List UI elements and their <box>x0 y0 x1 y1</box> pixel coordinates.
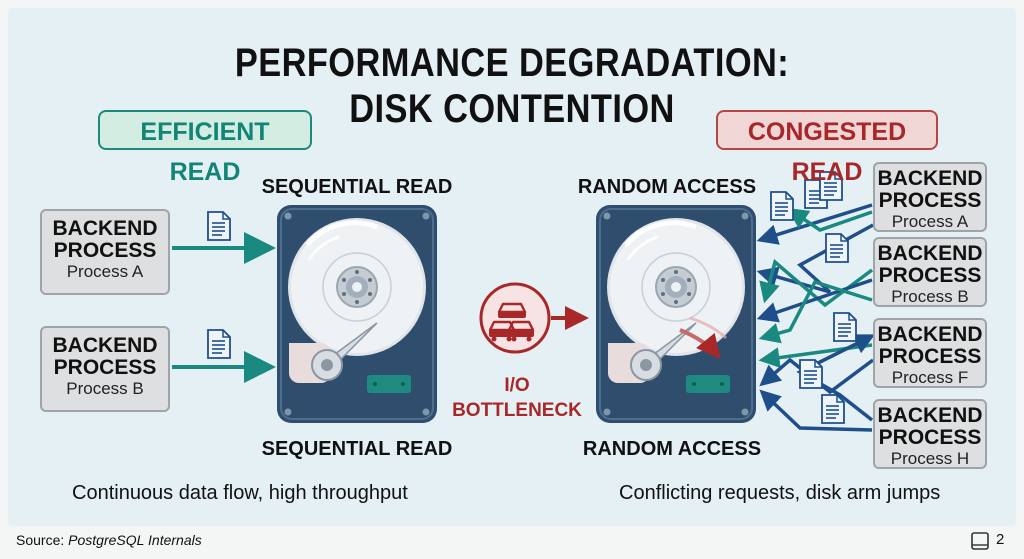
left-backend-process-a: BACKEND PROCESS Process A <box>40 209 170 295</box>
title-line-2: DISK CONTENTION <box>349 87 675 131</box>
disk-arm-jump-trail <box>689 316 728 340</box>
process-title-line-1: BACKEND <box>877 323 983 346</box>
process-title-line-1: BACKEND <box>52 334 158 357</box>
diagram-panel <box>8 8 1016 526</box>
process-title-line-2: PROCESS <box>53 356 157 379</box>
process-title-line-2: PROCESS <box>878 426 982 449</box>
process-name: Process H <box>890 449 970 468</box>
process-title-line-2: PROCESS <box>878 189 982 212</box>
left-caption: Continuous data flow, high throughput <box>72 482 408 504</box>
bottleneck-line-1: I/O <box>504 375 530 396</box>
left-hard-drive-icon <box>277 205 437 423</box>
right-backend-process-a: BACKEND PROCESS Process A <box>873 162 987 232</box>
source-name: PostgreSQL Internals <box>68 532 202 548</box>
title-line-1: PERFORMANCE DEGRADATION: <box>234 41 790 85</box>
document-icon <box>799 359 823 389</box>
process-title-line-1: BACKEND <box>877 167 983 190</box>
left-disk-label-bottom: SEQUENTIAL READ <box>261 438 453 460</box>
conflicting-request-arrows <box>756 203 876 432</box>
source-citation: Source: PostgreSQL Internals <box>16 532 202 548</box>
right-disk-label-top: RANDOM ACCESS <box>577 176 757 198</box>
document-icon <box>821 394 845 424</box>
right-backend-process-f: BACKEND PROCESS Process F <box>873 318 987 388</box>
slide-page-icon <box>971 532 989 550</box>
traffic-jam-icon <box>479 282 551 354</box>
right-backend-process-b: BACKEND PROCESS Process B <box>873 237 987 307</box>
efficient-read-badge: EFFICIENT READ <box>98 110 312 186</box>
process-name: Process A <box>891 212 969 231</box>
right-backend-process-h: BACKEND PROCESS Process H <box>873 399 987 469</box>
process-title-line-2: PROCESS <box>53 239 157 262</box>
right-caption: Conflicting requests, disk arm jumps <box>619 482 941 504</box>
io-bottleneck-label: I/O BOTTLENECK <box>442 373 592 423</box>
process-title-line-2: PROCESS <box>878 345 982 368</box>
document-icon <box>207 211 231 241</box>
process-name: Process B <box>66 379 144 398</box>
document-icon <box>833 312 857 342</box>
process-title-line-1: BACKEND <box>52 217 158 240</box>
process-name: Process B <box>891 287 969 306</box>
bottleneck-line-2: BOTTLENECK <box>452 400 582 421</box>
right-disk-label-bottom: RANDOM ACCESS <box>582 438 762 460</box>
document-icon <box>207 329 231 359</box>
document-icon <box>825 233 849 263</box>
source-prefix: Source: <box>16 532 69 548</box>
page-number: 2 <box>996 531 1005 548</box>
process-title-line-2: PROCESS <box>878 264 982 287</box>
process-name: Process A <box>66 262 144 281</box>
left-backend-process-b: BACKEND PROCESS Process B <box>40 326 170 412</box>
process-title-line-1: BACKEND <box>877 242 983 265</box>
process-name: Process F <box>891 368 969 387</box>
congested-read-badge: CONGESTED READ <box>716 110 938 186</box>
disk-arm-jump-arrow <box>679 328 721 360</box>
right-hard-drive-icon <box>596 205 756 423</box>
process-title-line-1: BACKEND <box>877 404 983 427</box>
left-disk-label-top: SEQUENTIAL READ <box>261 176 453 198</box>
